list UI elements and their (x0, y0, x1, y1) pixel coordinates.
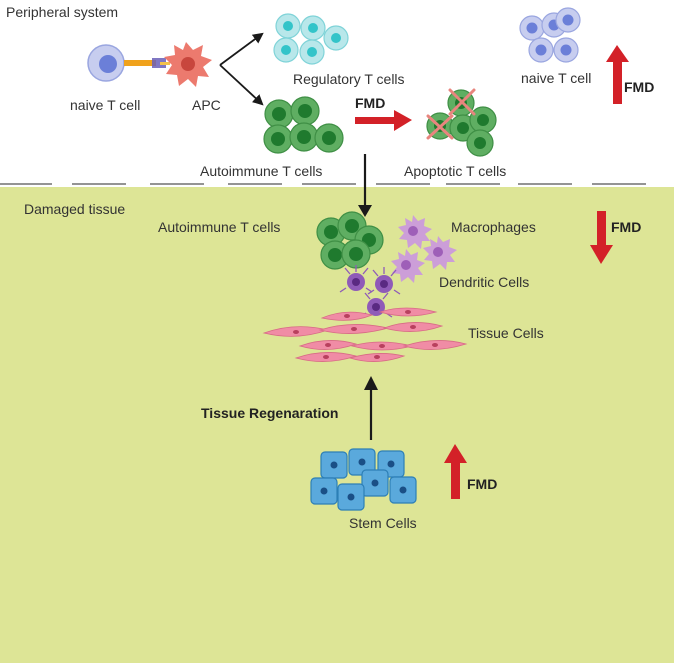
apc-label: APC (192, 97, 221, 113)
naive-t-cell-icon (87, 44, 125, 82)
autoimmune-t-cells-top-icon (263, 96, 344, 154)
fmd-macrophages-label: FMD (611, 219, 641, 235)
autoimmune-t-cells-tissue-label: Autoimmune T cells (158, 219, 280, 235)
tissue-cells-icon (262, 307, 468, 362)
naive-t-cells-cluster-icon (519, 7, 581, 63)
autoimmune-t-cells-tissue-icon (316, 211, 384, 270)
stem-cells-label: Stem Cells (349, 515, 417, 531)
regulatory-t-cells-label: Regulatory T cells (293, 71, 405, 87)
apc-icon (164, 42, 212, 87)
macrophages-label: Macrophages (451, 219, 536, 235)
fmd-increase-arrow-icon (606, 45, 629, 104)
fmd-red-right-arrow-icon (355, 110, 412, 131)
fmd-decrease-arrow-icon (590, 211, 613, 264)
stem-cells-icon (310, 448, 417, 511)
tissue-cells-label: Tissue Cells (468, 325, 544, 341)
tissue-regeneration-label: Tissue Regenaration (201, 405, 338, 421)
fmd-to-apoptotic-label: FMD (355, 95, 385, 111)
fmd-stem-label: FMD (467, 476, 497, 492)
regulatory-t-cells-icon (273, 13, 349, 65)
autoimmune-t-cells-top-label: Autoimmune T cells (200, 163, 322, 179)
dendritic-cells-label: Dendritic Cells (439, 274, 529, 290)
regeneration-arrow (364, 376, 378, 440)
damaged-tissue-label: Damaged tissue (24, 201, 125, 217)
apoptotic-t-cells-icon (426, 88, 497, 157)
macrophages-icon (391, 215, 457, 283)
peripheral-system-label: Peripheral system (6, 4, 118, 20)
naive-t-cell-label: naive T cell (70, 97, 140, 113)
migration-arrow (358, 154, 372, 217)
fmd-top-right-label: FMD (624, 79, 654, 95)
fmd-stem-increase-arrow-icon (444, 444, 467, 499)
tcr-mhc-connector-icon (124, 58, 170, 68)
apoptotic-t-cells-label: Apoptotic T cells (404, 163, 506, 179)
apc-branch-arrows (219, 32, 264, 106)
naive-t-cell-right-label: naive T cell (521, 70, 591, 86)
